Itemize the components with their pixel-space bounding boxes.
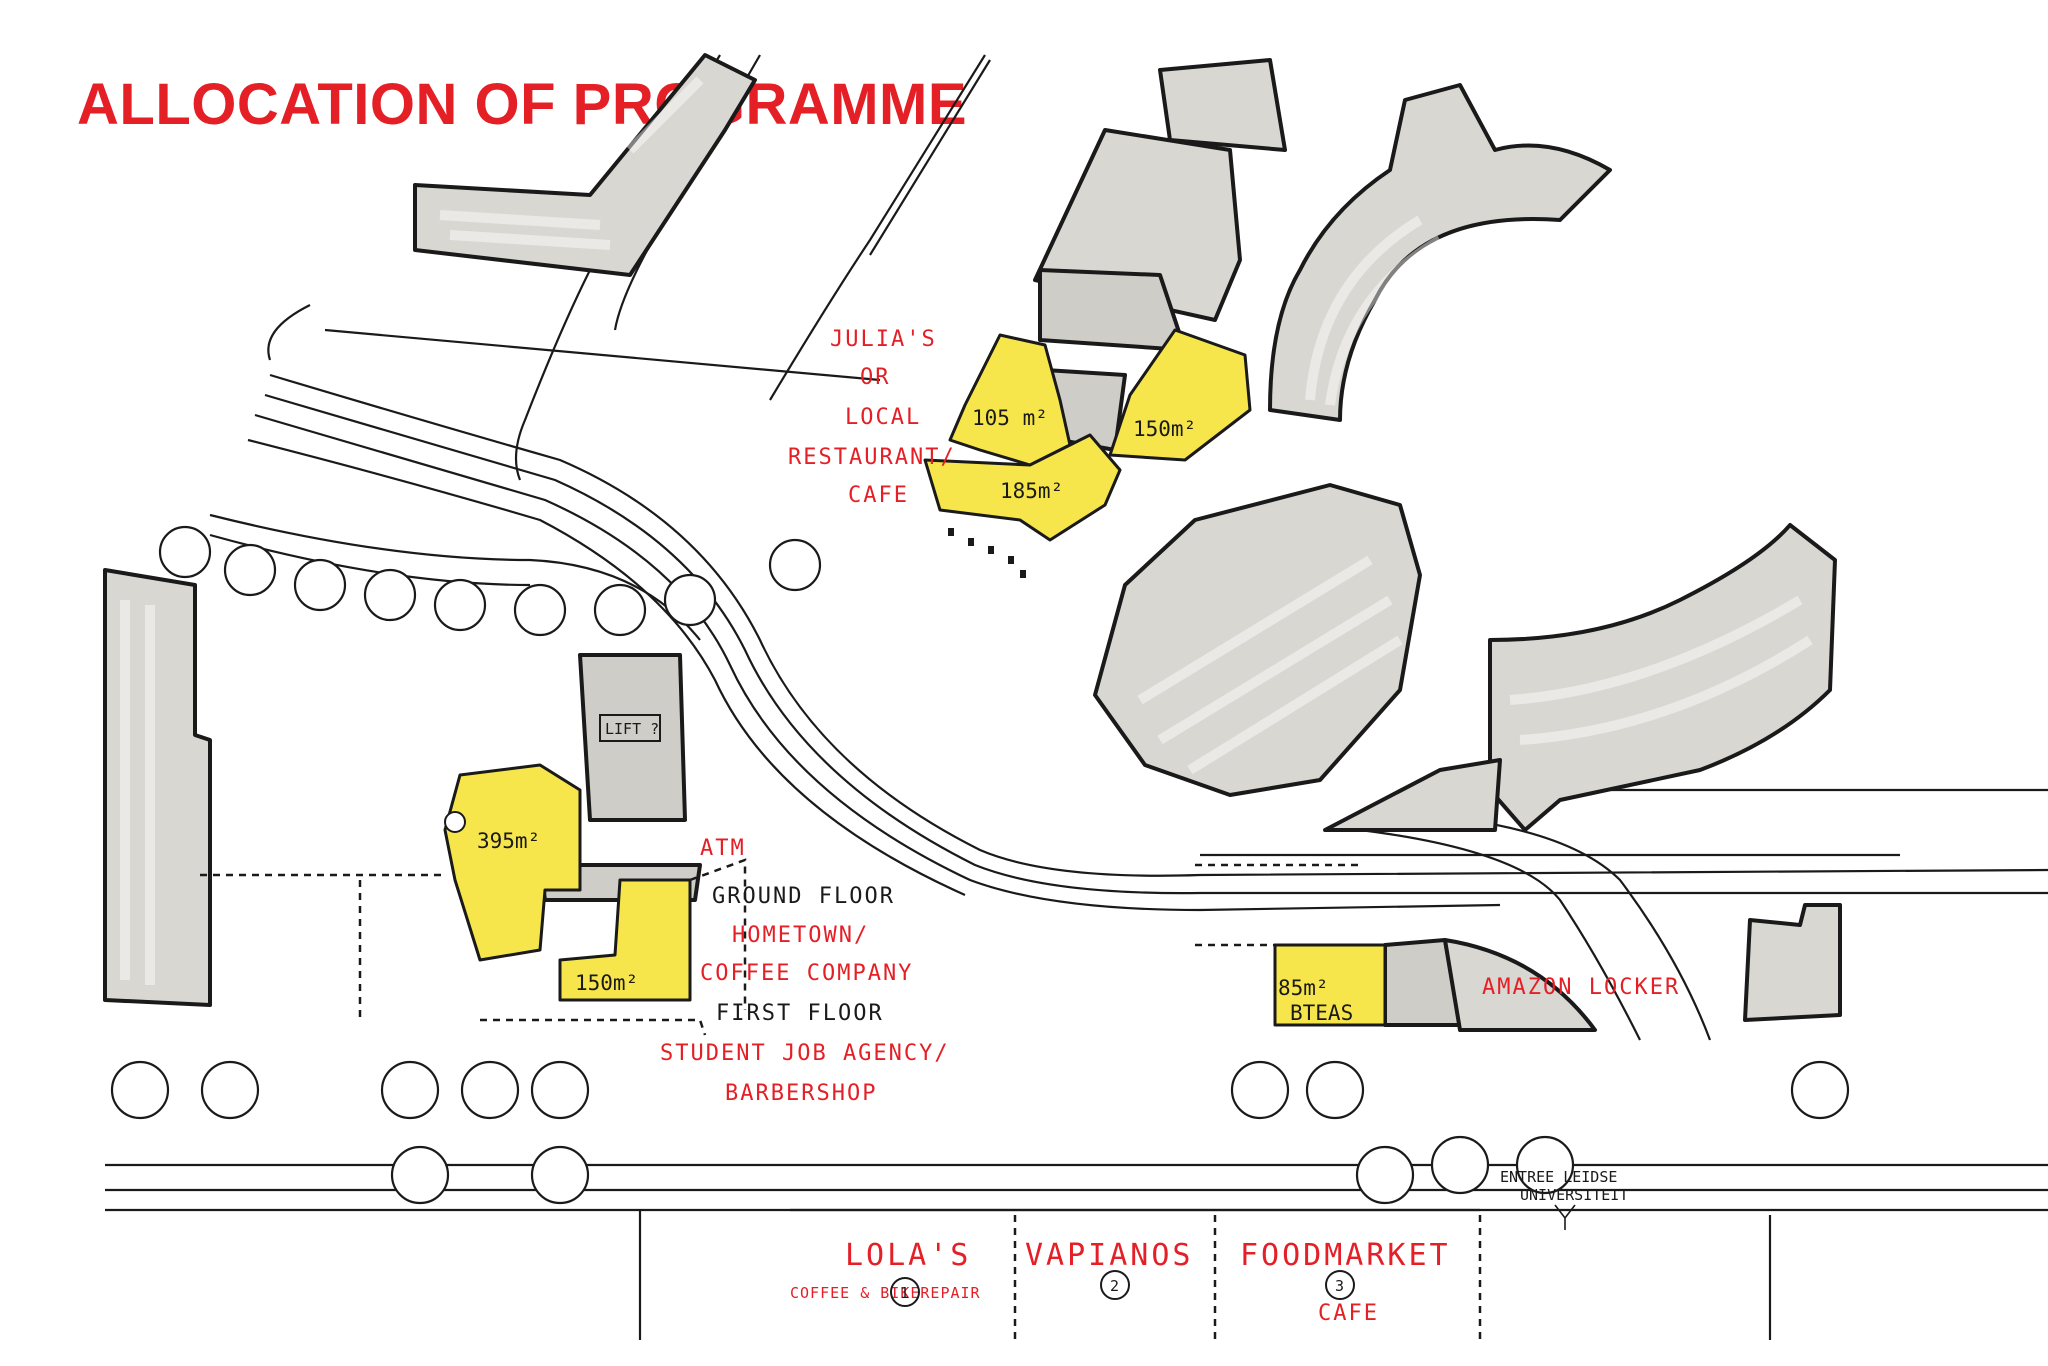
west-note-ground-floor: GROUND FLOOR — [712, 884, 895, 909]
north-label-line-3: LOCAL — [845, 405, 921, 430]
north-block-labels: JULIA'S OR LOCAL RESTAURANT/ CAFE 105 m²… — [788, 327, 1196, 508]
north-area-185-label: 185m² — [1000, 479, 1063, 503]
west-note-hometown: HOMETOWN/ — [732, 923, 869, 948]
west-note-atm: ATM — [700, 836, 746, 861]
shop-2-number: 2 — [1110, 1277, 1119, 1295]
entrance-arrow-icon — [1554, 1204, 1576, 1230]
existing-buildings — [103, 53, 1842, 1032]
east-block-labels: 85m² BTEAS AMAZON LOCKER — [1278, 975, 1680, 1025]
shop-3-sub: CAFE — [1318, 1301, 1379, 1326]
shop-2-name: VAPIANOS — [1025, 1238, 1194, 1273]
shop-1-number: 1 — [900, 1284, 909, 1302]
dashed-boundaries — [200, 858, 1482, 1340]
programme-areas — [443, 328, 1387, 1027]
north-label-line-1: JULIA'S — [830, 327, 937, 352]
north-area-150 — [1108, 328, 1252, 462]
west-area-150-label: 150m² — [575, 971, 638, 995]
north-label-line-5: CAFE — [848, 483, 909, 508]
shop-1: LOLA'S COFFEE & BIKEREPAIR 1 — [790, 1238, 981, 1307]
shop-2: VAPIANOS 2 — [1025, 1238, 1194, 1300]
shop-3: FOODMARKET 3 CAFE — [1240, 1238, 1451, 1326]
west-note-student-job-agency: STUDENT JOB AGENCY/ — [660, 1041, 950, 1066]
north-area-105-label: 105 m² — [972, 406, 1048, 430]
west-block-labels: LIFT ? 395m² 150m² ATM GROUND FLOOR HOME… — [444, 714, 950, 1106]
east-area-85-label: 85m² — [1278, 976, 1329, 1000]
shop-3-number: 3 — [1335, 1277, 1344, 1295]
shop-strip: LOLA'S COFFEE & BIKEREPAIR 1 VAPIANOS 2 … — [790, 1238, 1451, 1326]
lift-label: LIFT ? — [605, 720, 659, 738]
east-bteas-label: BTEAS — [1290, 1001, 1353, 1025]
page-title: ALLOCATION OF PROGRAMME — [77, 72, 967, 137]
east-area-85 — [1273, 943, 1387, 1027]
trees — [110, 525, 1850, 1205]
shop-1-name: LOLA'S — [845, 1238, 971, 1273]
entrance-label: ENTREE LEIDSE UNIVERSITEIT — [1500, 1168, 1628, 1230]
west-area-395-label: 395m² — [477, 829, 540, 853]
north-area-105 — [948, 333, 1072, 467]
north-label-line-4: RESTAURANT/ — [788, 445, 956, 470]
amazon-locker-label: AMAZON LOCKER — [1482, 975, 1680, 1000]
west-note-first-floor: FIRST FLOOR — [716, 1001, 884, 1026]
entrance-label-line-1: ENTREE LEIDSE — [1500, 1168, 1617, 1186]
west-area-395 — [443, 763, 582, 962]
bollards — [948, 528, 1026, 578]
north-area-185 — [923, 433, 1122, 542]
north-area-150-label: 150m² — [1133, 417, 1196, 441]
entrance-icon — [444, 811, 466, 833]
entrance-label-line-2: UNIVERSITEIT — [1520, 1186, 1628, 1204]
north-label-line-2: OR — [860, 365, 891, 390]
west-note-coffee-company: COFFEE COMPANY — [700, 961, 913, 986]
west-note-barbershop: BARBERSHOP — [725, 1081, 877, 1106]
shop-3-name: FOODMARKET — [1240, 1238, 1451, 1273]
shop-1-sub: COFFEE & BIKEREPAIR — [790, 1284, 981, 1302]
